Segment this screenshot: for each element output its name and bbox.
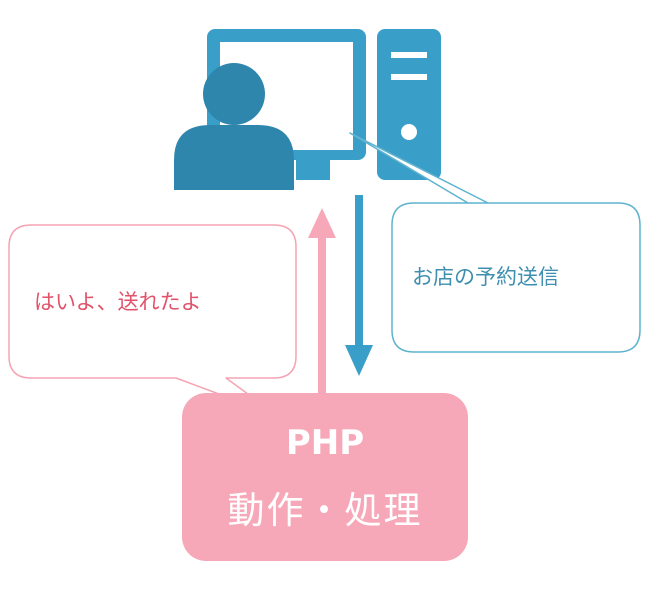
response-arrow: [308, 208, 336, 396]
php-server-box: [182, 393, 468, 561]
php-subtitle: 動作・処理: [227, 489, 423, 532]
response-speech-bubble: [8, 224, 297, 417]
request-arrow: [345, 195, 373, 376]
request-speech-bubble: [349, 132, 641, 353]
php-title: PHP: [285, 423, 365, 463]
request-message: お店の予約送信: [412, 265, 559, 289]
user-icon: [174, 63, 294, 190]
pc-tower-icon: [377, 29, 441, 180]
response-message: はいよ、送れたよ: [34, 290, 202, 314]
